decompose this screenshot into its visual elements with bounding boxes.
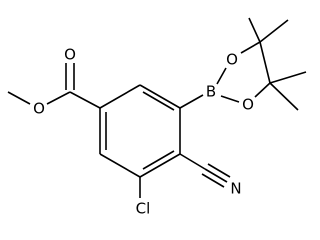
ester-carbonyl-oxygen-label: O bbox=[64, 46, 76, 64]
ester-ether-oxygen-label: O bbox=[33, 100, 45, 118]
bond-methyl-4 bbox=[269, 82, 299, 111]
bond-boron-oxygen-lower bbox=[220, 95, 240, 103]
methyl-ester-group bbox=[7, 63, 101, 109]
bond-oxygen-carbonyl-carbon bbox=[46, 91, 71, 105]
structure-canvas: O O Cl N B O O bbox=[7, 17, 307, 218]
ring-bond-2 bbox=[139, 84, 181, 109]
bond-triple-b bbox=[201, 173, 225, 188]
bond-ring-nitrile-carbon bbox=[179, 153, 206, 170]
molecule-drawing: O O Cl N B O O bbox=[7, 17, 307, 218]
boron-label: B bbox=[206, 83, 216, 101]
pinacol-boronate-group bbox=[179, 17, 307, 111]
bond-oxygen-lower-carbon bbox=[254, 82, 271, 98]
chlorine-label: Cl bbox=[136, 200, 151, 218]
boronate-oxygen-upper-label: O bbox=[226, 51, 238, 69]
ring-bond-4 bbox=[139, 153, 181, 178]
benzene-ring bbox=[99, 84, 181, 178]
bond-ring-boron bbox=[179, 94, 204, 109]
bond-carbonyl-to-ring bbox=[69, 91, 101, 109]
boronate-oxygen-lower-label: O bbox=[242, 96, 254, 114]
bond-quaternary-carbons bbox=[259, 41, 271, 84]
bond-methyl-3 bbox=[269, 71, 307, 84]
bond-methyl-1 bbox=[248, 17, 261, 43]
cyano-group bbox=[179, 153, 231, 188]
ring-bond-5 bbox=[99, 153, 141, 178]
bond-boron-oxygen-upper bbox=[216, 67, 227, 85]
bond-triple-c bbox=[207, 163, 231, 178]
bond-oxygen-upper-carbon bbox=[240, 41, 261, 54]
ring-inner-bond-c bbox=[142, 150, 175, 170]
bond-methyl-oxygen bbox=[7, 91, 31, 105]
ring-inner-bond-b bbox=[142, 91, 175, 111]
bond-methyl-2 bbox=[259, 19, 289, 43]
bond-triple-a bbox=[204, 168, 228, 183]
ring-bond-1 bbox=[99, 84, 141, 109]
nitrile-nitrogen-label: N bbox=[230, 180, 241, 198]
